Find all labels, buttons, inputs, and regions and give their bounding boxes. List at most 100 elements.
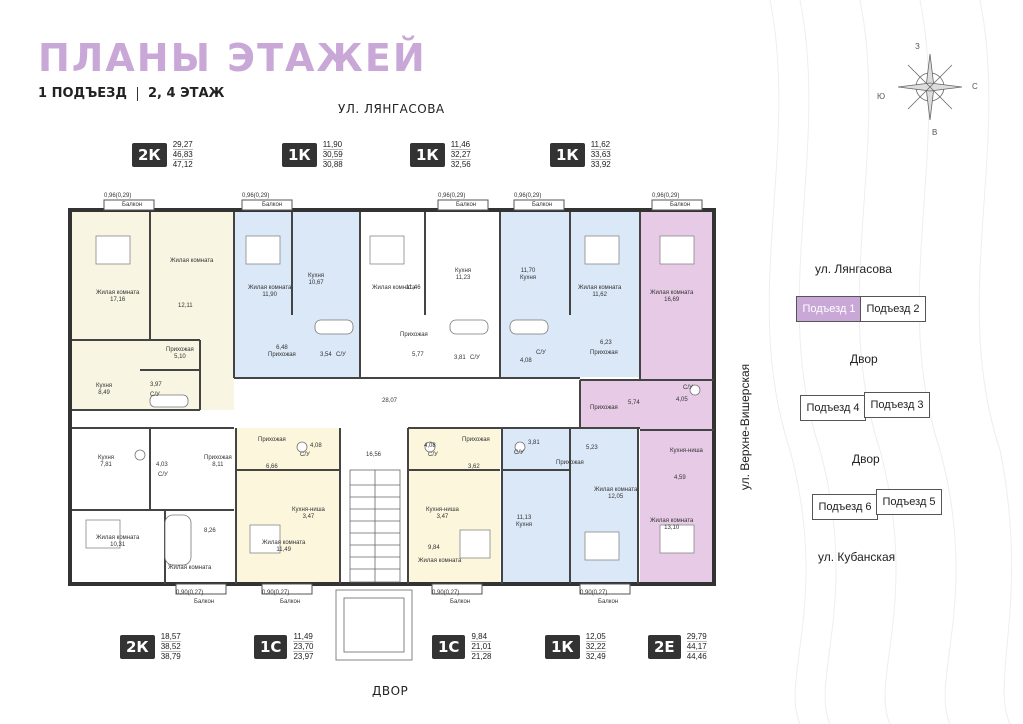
room-area: 6,66 xyxy=(266,464,278,470)
bath-label: С/У xyxy=(536,350,546,356)
entrance-label: 1 ПОДЪЕЗД xyxy=(38,86,127,101)
balcony-word: Балкон xyxy=(194,599,215,605)
page-title: ПЛАНЫ ЭТАЖЕЙ xyxy=(38,36,427,80)
room-label: Прихожая xyxy=(556,460,584,466)
balcony-word: Балкон xyxy=(262,202,283,208)
room-label: Прихожая xyxy=(400,332,428,338)
apartment-bottom-1-fill[interactable] xyxy=(72,428,234,583)
room-area: 9,84 xyxy=(428,545,440,551)
bath-label: С/У xyxy=(300,452,310,458)
bath-label: С/У xyxy=(158,472,168,478)
apartment-corner-fill[interactable] xyxy=(640,212,712,582)
unit-type-badge: 2К xyxy=(120,634,155,659)
street-bottom-label: ДВОР xyxy=(372,684,409,698)
room-area: 6,23 xyxy=(600,340,612,346)
balcony-label: 0,90(0,27) xyxy=(262,590,290,596)
room-area: 4,59 xyxy=(674,475,686,481)
unit-type-badge: 1С xyxy=(432,634,466,659)
room-area: 3,54 xyxy=(320,352,332,358)
balcony-label: 0,96(0,29) xyxy=(242,193,270,199)
stair-hall-area: 16,56 xyxy=(366,452,382,458)
room-label: Жилая комната xyxy=(372,285,416,291)
site-entrance-5[interactable]: Подъезд 5 xyxy=(876,489,942,515)
balcony-label: 0,96(0,29) xyxy=(652,193,680,199)
room-label: Прихожая xyxy=(590,350,618,356)
room-label: Прихожая xyxy=(258,437,286,443)
room-label: Кухня-ниша xyxy=(670,448,703,454)
room-label: Прихожая xyxy=(590,405,618,411)
site-entrance-3[interactable]: Подъезд 3 xyxy=(864,392,930,418)
room-area: 4,05 xyxy=(676,397,688,403)
balcony-word: Балкон xyxy=(670,202,691,208)
balcony-word: Балкон xyxy=(450,599,471,605)
bath-label: С/У xyxy=(428,452,438,458)
compass-icon xyxy=(897,53,963,121)
balcony-label: 0,90(0,27) xyxy=(580,590,608,596)
room-area: 5,23 xyxy=(586,445,598,451)
compass-e: С xyxy=(972,82,978,91)
site-street-top: ул. Лянгасова xyxy=(815,262,892,276)
balcony-word: Балкон xyxy=(532,202,553,208)
bath-label: С/У xyxy=(150,392,160,398)
room-area: 4,08 xyxy=(424,443,436,449)
room-area: 4,08 xyxy=(520,358,532,364)
room-label: Жилая комната xyxy=(418,558,462,564)
room-area: 11,46 xyxy=(406,285,421,291)
floors-label: 2, 4 ЭТАЖ xyxy=(148,86,225,101)
unit-type-badge: 2Е xyxy=(648,634,681,659)
site-entrance-4[interactable]: Подъезд 4 xyxy=(800,395,866,421)
balcony-label: 0,96(0,29) xyxy=(104,193,132,199)
room-label: Прихожая xyxy=(462,437,490,443)
room-area: 4,03 xyxy=(156,462,168,468)
apartment-bottom-2-fill[interactable] xyxy=(236,428,340,583)
bath-label: С/У xyxy=(683,385,693,391)
bath-label: С/У xyxy=(336,352,346,358)
balcony-word: Балкон xyxy=(280,599,301,605)
balcony-label: 0,96(0,29) xyxy=(438,193,466,199)
room-area: 3,81 xyxy=(528,440,540,446)
balcony-word: Балкон xyxy=(456,202,477,208)
compass-s: В xyxy=(932,128,938,137)
site-entrance-6[interactable]: Подъезд 6 xyxy=(812,494,878,520)
site-entrance-1[interactable]: Подъезд 1 xyxy=(796,296,862,322)
balcony-label: 0,90(0,27) xyxy=(176,590,204,596)
unit-type-badge: 1К xyxy=(550,142,585,167)
room-area: 3,62 xyxy=(468,464,480,470)
corridor-area: 28,07 xyxy=(382,398,398,404)
balcony-word: Балкон xyxy=(122,202,143,208)
room-area: 3,97 xyxy=(150,382,162,388)
room-area: 3,81 xyxy=(454,355,466,361)
site-entrance-2[interactable]: Подъезд 2 xyxy=(860,296,926,322)
